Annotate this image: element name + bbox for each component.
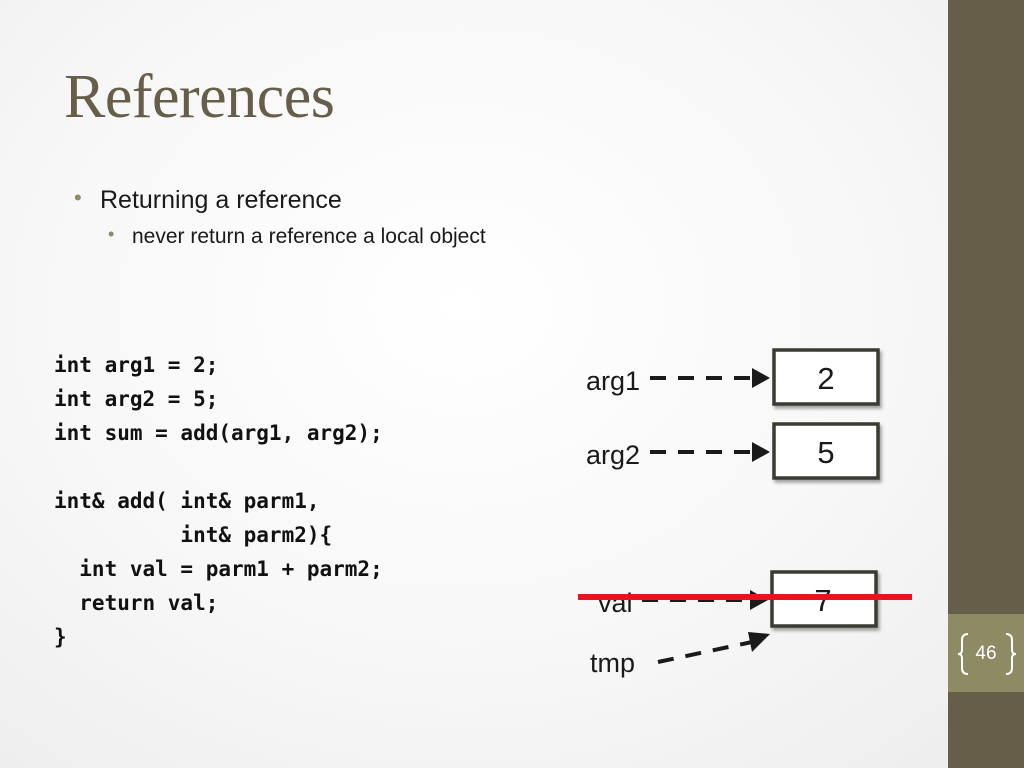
arrowhead-arg2 bbox=[752, 442, 770, 462]
bullet-list: Returning a reference never return a ref… bbox=[74, 185, 486, 249]
label-tmp: tmp bbox=[590, 648, 635, 678]
arrowhead-arg1 bbox=[752, 368, 770, 388]
code-line: int& add( int& parm1, bbox=[54, 489, 320, 513]
sub-bullet-local-object: never return a reference a local object bbox=[108, 224, 486, 249]
value-arg2: 5 bbox=[817, 435, 834, 470]
label-val: val bbox=[598, 588, 633, 618]
box-arg1 bbox=[772, 348, 880, 406]
code-line: int arg1 = 2; bbox=[54, 353, 219, 377]
value-arg1: 2 bbox=[817, 361, 834, 396]
arrow-tmp bbox=[657, 640, 753, 664]
code-line: int val = parm1 + parm2; bbox=[54, 557, 383, 581]
page-number: 46 bbox=[975, 643, 997, 664]
slide-title: References bbox=[64, 63, 335, 131]
value-val: 7 bbox=[814, 583, 831, 618]
arrowhead-tmp bbox=[748, 632, 770, 652]
code-line: } bbox=[54, 625, 67, 649]
code-block: int arg1 = 2; int arg2 = 5; int sum = ad… bbox=[54, 348, 383, 654]
code-line: int& parm2){ bbox=[54, 523, 333, 547]
label-arg2: arg2 bbox=[586, 440, 640, 470]
code-line: return val; bbox=[54, 591, 219, 615]
code-line: int sum = add(arg1, arg2); bbox=[54, 421, 383, 445]
reference-diagram: arg1 2 arg2 5 val 7 tmp bbox=[578, 348, 912, 678]
label-arg1: arg1 bbox=[586, 366, 640, 396]
bullet-returning-reference: Returning a reference bbox=[74, 185, 486, 215]
code-line: int arg2 = 5; bbox=[54, 387, 219, 411]
box-arg2 bbox=[772, 422, 880, 480]
